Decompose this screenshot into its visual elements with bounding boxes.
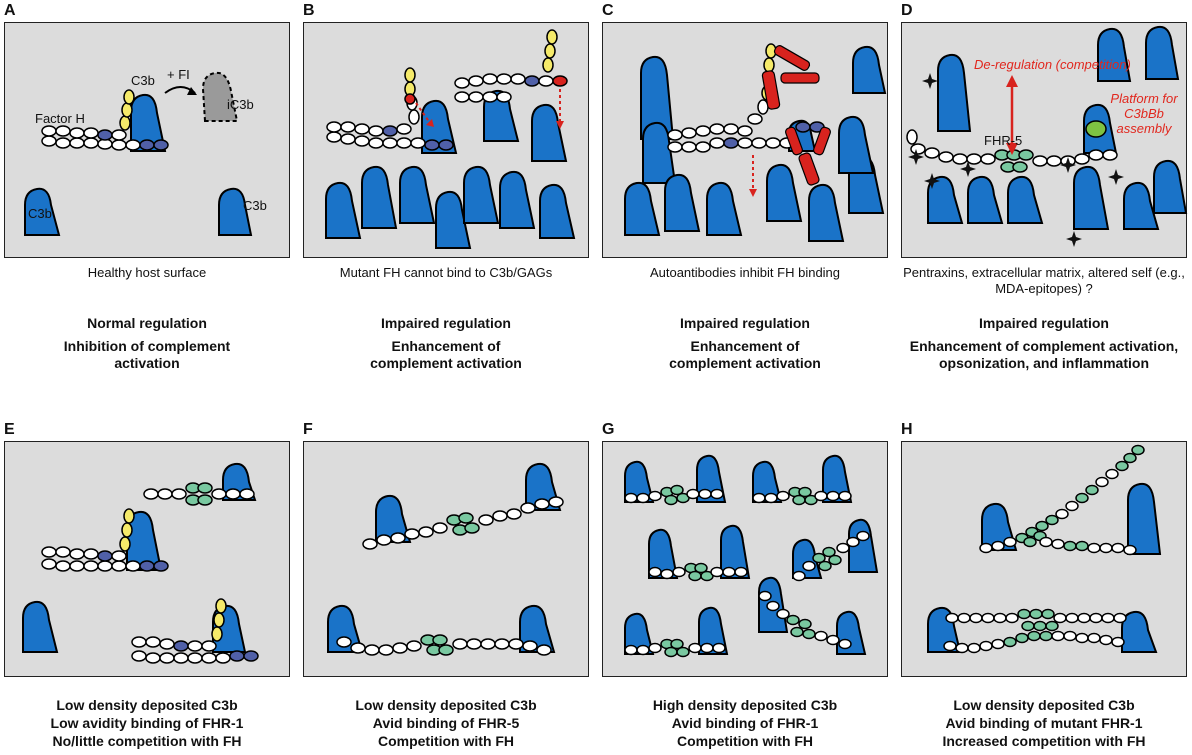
panel-g (602, 441, 888, 677)
arrow-head (1006, 75, 1018, 87)
deregulation-label: De-regulation (competition) (974, 57, 1131, 72)
line3-e: No/little competition with FH (52, 733, 242, 749)
panel-label-h: H (901, 421, 913, 438)
c3b-molecules (927, 482, 1162, 653)
caption-c: Autoantibodies inhibit FH binding (649, 265, 841, 280)
panel-d-drawing (906, 25, 1188, 247)
subheading-a: Inhibition of complement activation (63, 338, 231, 371)
c3b-molecules (624, 45, 887, 242)
factor-h-chain (41, 508, 259, 664)
panel-label-g: G (602, 421, 615, 438)
ic3b-molecule (201, 71, 239, 122)
panel-g-drawing (624, 454, 879, 658)
c3b-molecules (927, 25, 1188, 230)
heading-a: Normal regulation (87, 315, 207, 331)
panel-b (303, 22, 589, 258)
platform-label: Platform for C3bBb assembly (1110, 91, 1178, 136)
panel-h-drawing (927, 444, 1162, 654)
c3b-molecule (218, 187, 253, 236)
panel-d: De-regulation (competition) Platform for… (901, 22, 1188, 258)
panel-e (4, 441, 290, 677)
arrow-head (187, 87, 197, 95)
fhr1-chain (143, 482, 255, 506)
panel-label-c: C (602, 2, 614, 19)
ic3b-label: iC3b (227, 97, 254, 112)
c3b-molecules (327, 462, 562, 653)
c3b-molecule (24, 187, 61, 236)
panel-f-drawing (327, 462, 564, 656)
subheading-b: Enhancement of complement activation (370, 338, 522, 371)
c3b-label: C3b (28, 206, 52, 221)
subheading-d: Enhancement of complement activation, op… (909, 338, 1179, 371)
line1-h: Low density deposited C3b (953, 697, 1135, 713)
failed-binding-arrow (415, 102, 431, 124)
fhr5-label: FHR-5 (984, 133, 1023, 148)
c3b-label: C3b (131, 73, 155, 88)
fhr5-chain (336, 496, 564, 656)
panel-label-e: E (4, 421, 15, 438)
line2-h: Avid binding of mutant FHR-1 (945, 715, 1143, 731)
panel-label-b: B (303, 2, 315, 19)
panel-label-a: A (4, 2, 16, 19)
line2-f: Avid binding of FHR-5 (372, 715, 520, 731)
line2-e: Low avidity binding of FHR-1 (50, 715, 244, 731)
arrow-head (556, 121, 564, 129)
panel-label-f: F (303, 421, 313, 438)
factor-h-label: Factor H (35, 111, 85, 126)
panel-f (303, 441, 589, 677)
ligand-star-icons (908, 73, 1124, 247)
heading-d: Impaired regulation (979, 315, 1109, 331)
panel-a: C3b C3b C3b Factor H + FI iC3b (4, 22, 290, 258)
line1-f: Low density deposited C3b (355, 697, 537, 713)
plus-fi-label: + FI (167, 67, 190, 82)
c3b-molecules (325, 89, 576, 249)
line1-e: Low density deposited C3b (56, 697, 238, 713)
line2-g: Avid binding of FHR-1 (671, 715, 819, 731)
caption-a: Healthy host surface (87, 265, 207, 280)
line1-g: High density deposited C3b (652, 697, 838, 713)
mutant-fh-chain (326, 29, 568, 151)
autoantibody (785, 126, 831, 186)
panel-c-drawing (624, 43, 887, 242)
heading-c: Impaired regulation (680, 315, 810, 331)
c3b-molecule (130, 93, 167, 152)
caption-d: Pentraxins, extracellular matrix, altere… (903, 265, 1185, 296)
arrow-head (426, 119, 434, 127)
panel-h (901, 441, 1187, 677)
panel-b-drawing (325, 29, 576, 249)
panel-c (602, 22, 888, 258)
heading-b: Impaired regulation (381, 315, 511, 331)
line3-f: Competition with FH (377, 733, 515, 749)
panel-e-drawing (22, 462, 259, 664)
c3b-molecules (624, 454, 879, 655)
arrow-head (1006, 143, 1018, 155)
fhr1-chains (624, 484, 870, 658)
c3bbb-assembly-marker (1085, 120, 1107, 138)
caption-b: Mutant FH cannot bind to C3b/GAGs (339, 265, 553, 280)
factor-h-chain (667, 43, 825, 153)
autoantibody (761, 45, 820, 110)
subheading-c: Enhancement of complement activation (669, 338, 821, 371)
line3-g: Competition with FH (676, 733, 814, 749)
factor-h-chain (41, 89, 169, 151)
arrow-head (749, 189, 757, 197)
c3b-label: C3b (243, 198, 267, 213)
mutant-fhr1-chains (943, 444, 1145, 654)
line3-h: Increased competition with FH (942, 733, 1146, 749)
fhr5-chain (906, 129, 1118, 173)
panel-label-d: D (901, 2, 913, 19)
panel-a-drawing (24, 71, 253, 236)
